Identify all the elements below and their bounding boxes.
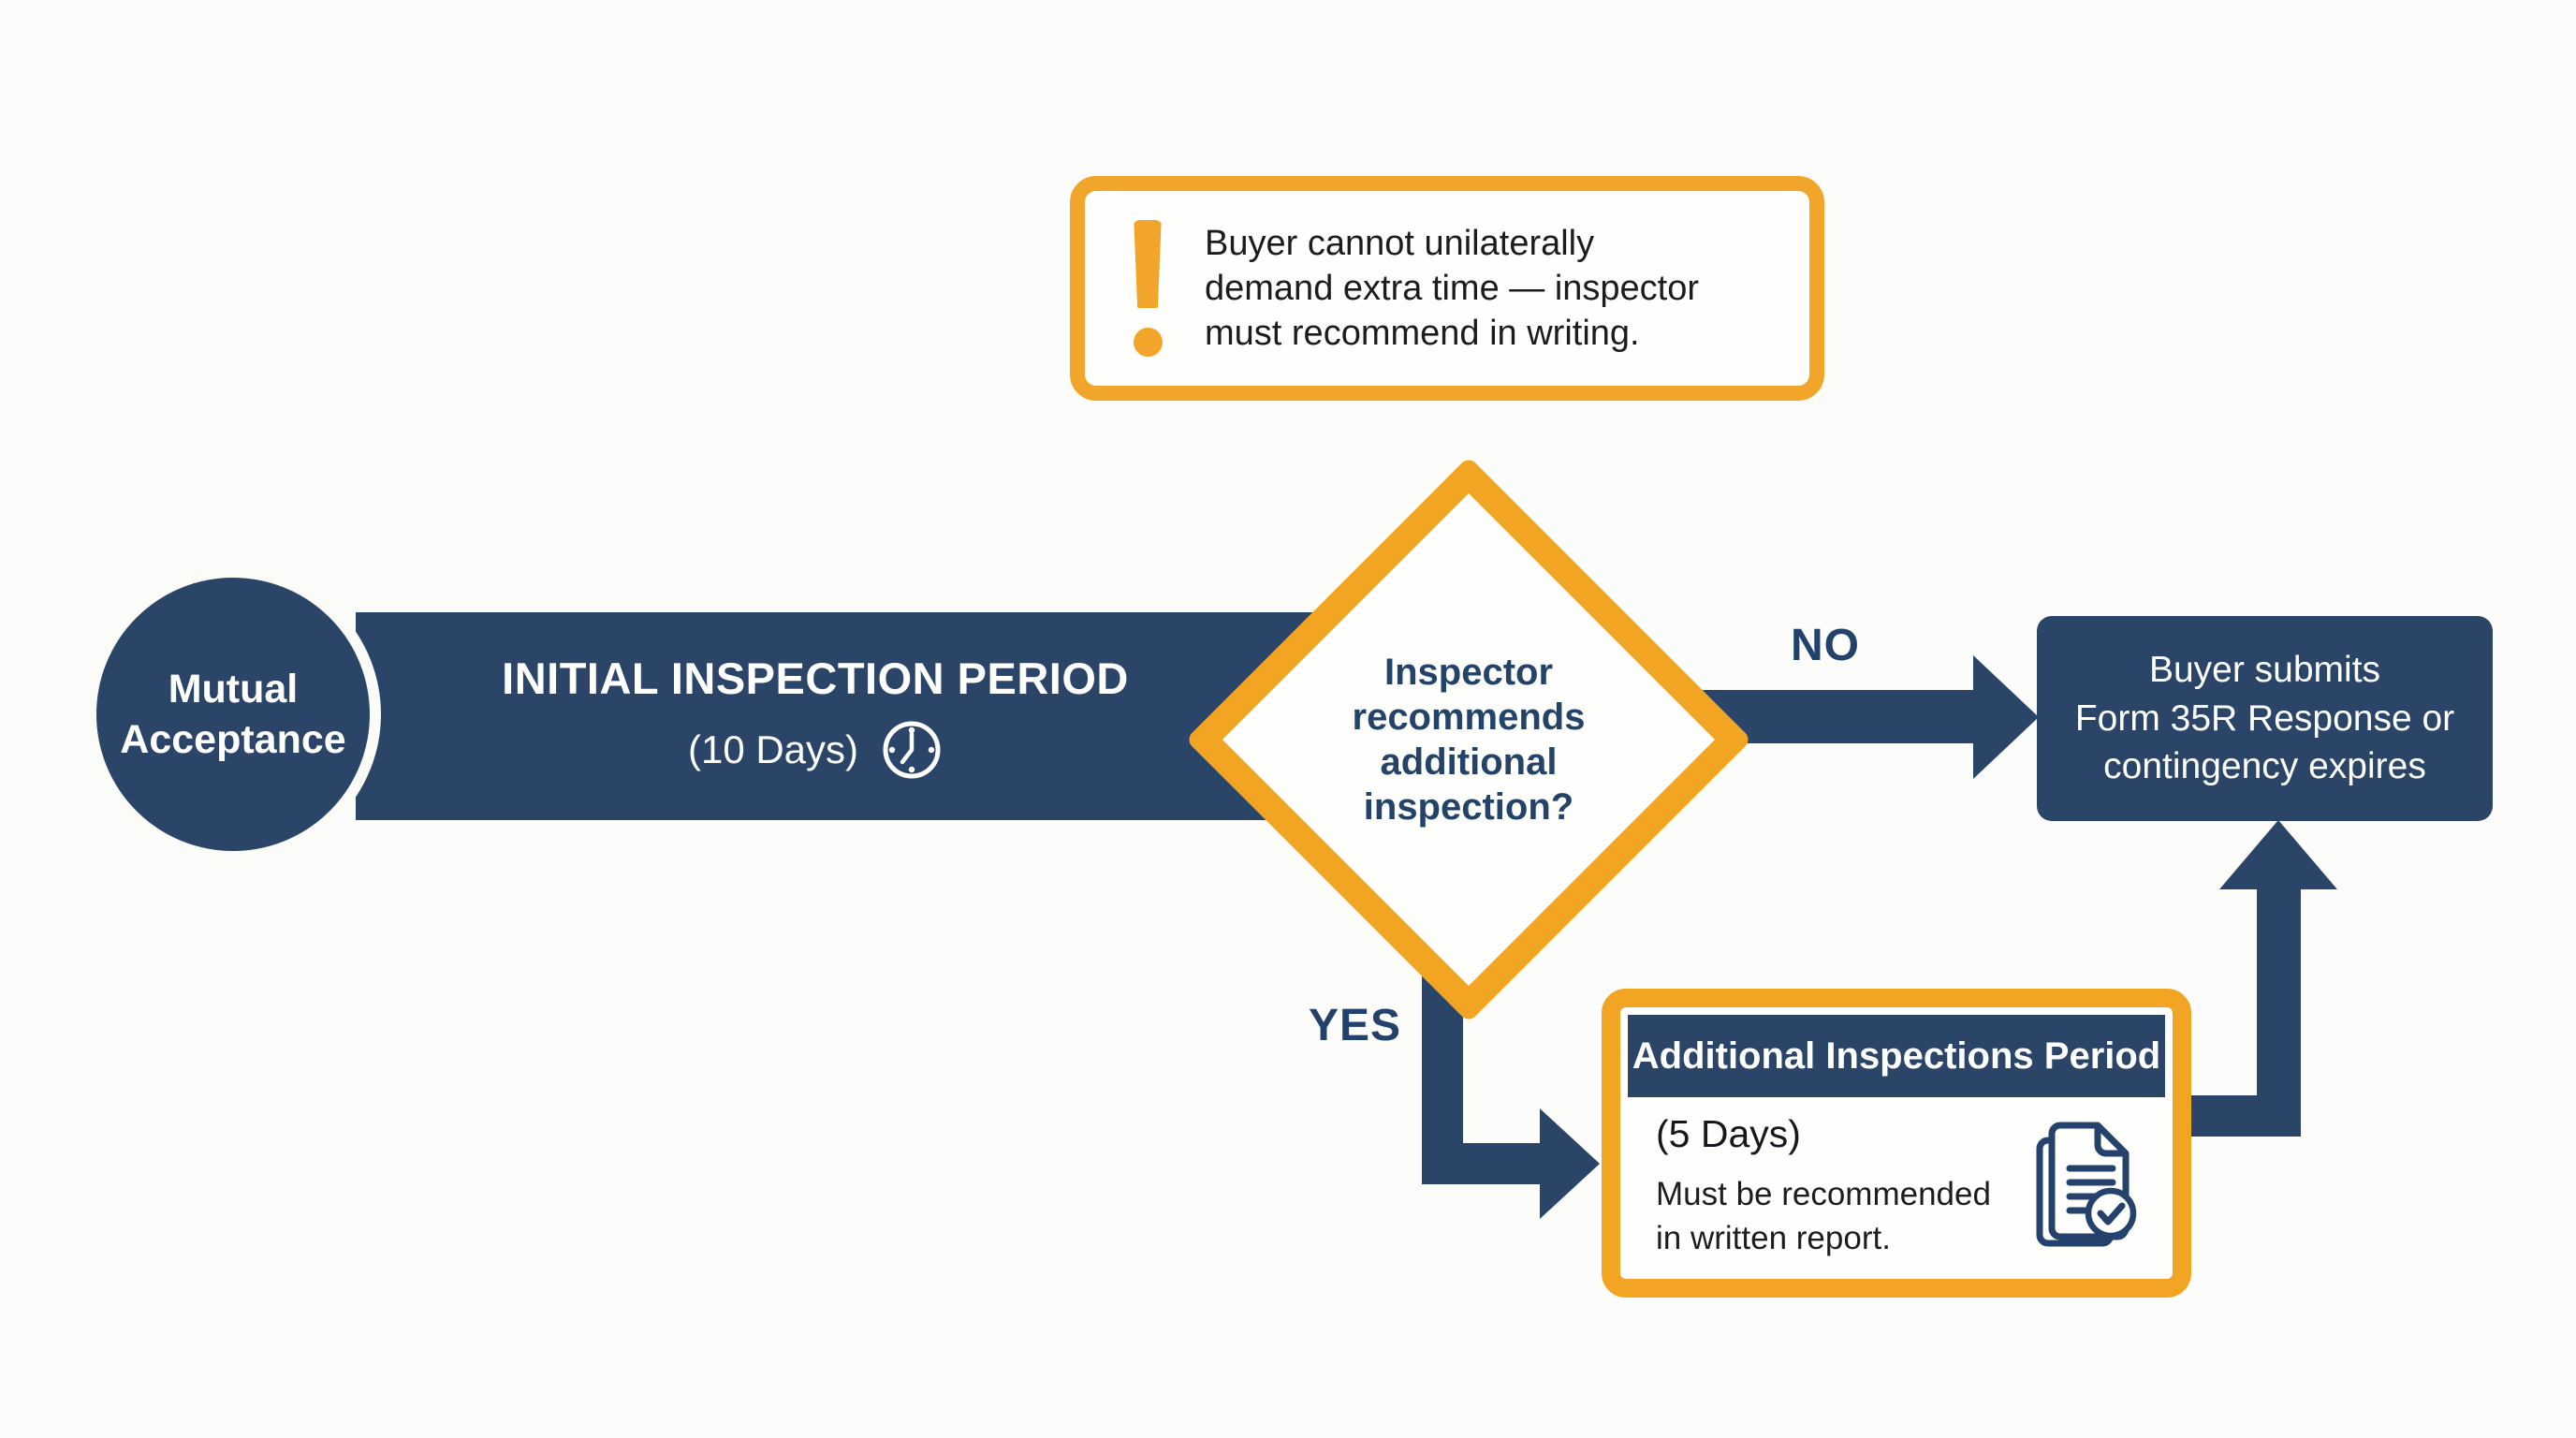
decision-line: Inspector bbox=[1383, 652, 1554, 693]
warning-line: Buyer cannot unilaterally bbox=[1205, 224, 1595, 263]
yes-label: YES bbox=[1309, 1001, 1402, 1050]
decision-line: inspection? bbox=[1363, 786, 1574, 828]
yes-arrow-head bbox=[1540, 1108, 1600, 1219]
no-arrow-head bbox=[1973, 655, 2039, 779]
start-node-line: Acceptance bbox=[120, 717, 346, 762]
start-node-mutual-acceptance: Mutual Acceptance bbox=[85, 566, 381, 862]
decision-line: additional bbox=[1380, 741, 1558, 783]
start-node-line: Mutual bbox=[168, 666, 299, 712]
additional-inspections-header: Additional Inspections Period bbox=[1628, 1015, 2165, 1097]
additional-period-note: Must be recommended in written report. bbox=[1656, 1176, 1991, 1256]
initial-period-duration: (10 Days) bbox=[687, 726, 859, 771]
warning-text: Buyer cannot unilaterally demand extra t… bbox=[1205, 221, 1699, 356]
document-check-icon bbox=[2036, 1122, 2137, 1247]
exclamation-icon bbox=[1132, 220, 1164, 357]
initial-period-title: INITIAL INSPECTION PERIOD bbox=[502, 653, 1129, 703]
additional-period-duration: (5 Days) bbox=[1656, 1112, 1801, 1156]
warning-line: demand extra time — inspector bbox=[1205, 269, 1700, 308]
outcome-line: Buyer submits bbox=[2148, 650, 2381, 691]
clock-icon bbox=[883, 721, 941, 778]
yes-arrow-arm bbox=[1422, 1143, 1540, 1184]
outcome-line: contingency expires bbox=[2103, 746, 2426, 787]
return-arrow-head bbox=[2219, 820, 2337, 889]
warning-line: must recommend in writing. bbox=[1205, 314, 1640, 353]
return-arrow bbox=[2257, 888, 2301, 1137]
decision-line: recommends bbox=[1352, 697, 1586, 738]
form-35r-outcome-box: Buyer submits Form 35R Response or conti… bbox=[2037, 616, 2493, 821]
decision-question: Inspector recommends additional inspecti… bbox=[1268, 539, 1669, 940]
warning-callout: Buyer cannot unilaterally demand extra t… bbox=[1070, 176, 1824, 401]
additional-inspections-box: Additional Inspections Period (5 Days) M… bbox=[1602, 989, 2191, 1298]
decision-diamond: Inspector recommends additional inspecti… bbox=[1185, 456, 1752, 1023]
outcome-line: Form 35R Response or bbox=[2074, 697, 2455, 739]
no-label: NO bbox=[1791, 621, 1860, 670]
